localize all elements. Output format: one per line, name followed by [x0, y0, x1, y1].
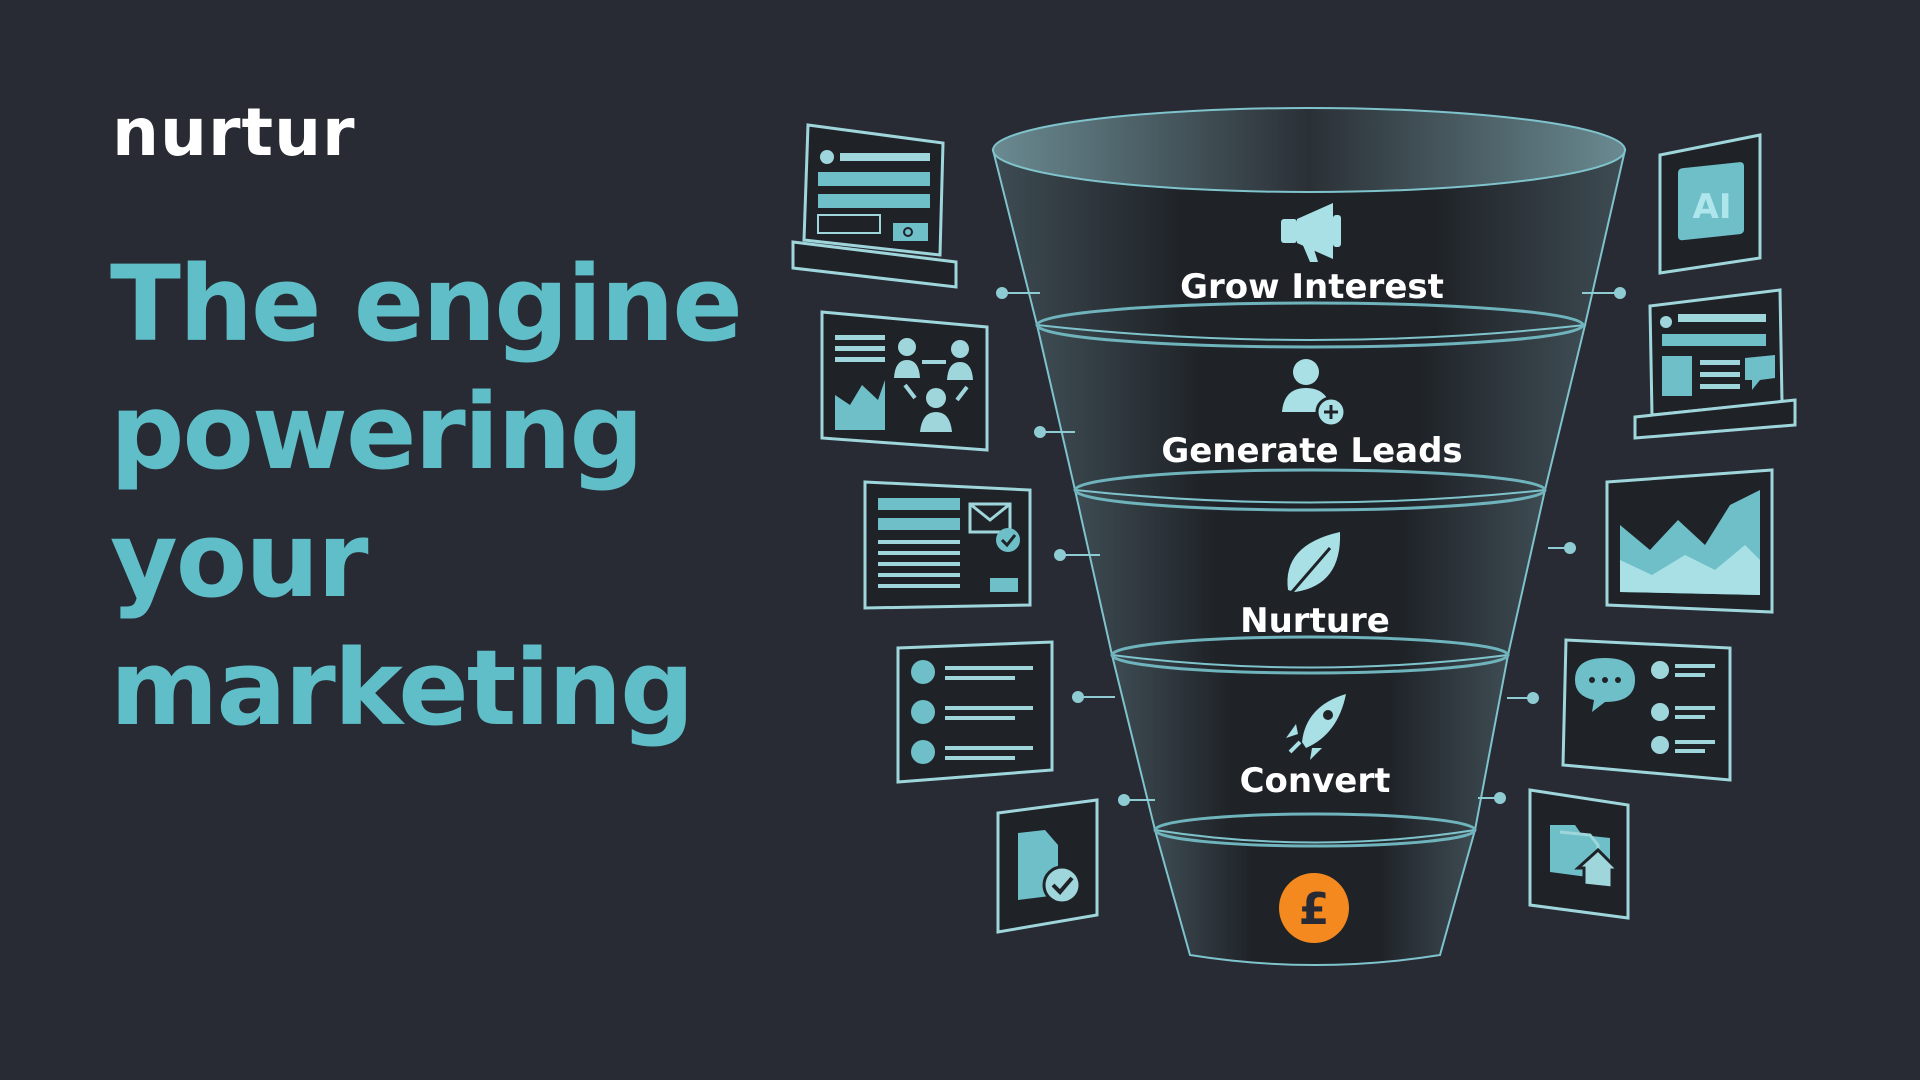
headline-line-2: powering — [110, 371, 644, 493]
headline-line-1: The engine — [110, 243, 743, 365]
folder-home-icon — [1550, 825, 1622, 890]
card-folder-home — [1528, 788, 1630, 920]
pound-symbol: £ — [1299, 884, 1330, 935]
leaf-icon — [1287, 532, 1341, 593]
card-laptop-search — [791, 123, 958, 289]
headline-line-4: marketing — [110, 627, 695, 749]
megaphone-icon — [1281, 203, 1341, 262]
stage-label-grow-interest: Grow Interest — [1180, 267, 1444, 307]
card-contact-list — [896, 640, 1054, 784]
funnel-body — [991, 107, 1627, 966]
card-laptop-chat — [1633, 288, 1797, 440]
area-chart-icon — [1620, 490, 1760, 595]
contact-list-icon — [911, 660, 1033, 764]
card-area-chart — [1605, 468, 1774, 614]
pound-coin-icon: £ — [1279, 873, 1349, 943]
stage-label-nurture: Nurture — [1240, 601, 1390, 641]
stage-grow-interest: Grow Interest — [1180, 203, 1444, 307]
stage-convert: Convert — [1240, 694, 1391, 801]
card-chat-contacts — [1561, 638, 1732, 782]
funnel-segment-4 — [1110, 654, 1510, 844]
connector-lines — [996, 287, 1626, 806]
nurtur-logo: nurtur — [112, 94, 356, 171]
stage-generate-leads: Generate Leads — [1161, 359, 1463, 471]
laptop-chat-icon — [1660, 314, 1775, 396]
add-user-icon — [1282, 359, 1347, 428]
chat-contacts-icon — [1575, 658, 1715, 754]
funnel-segment-2 — [1035, 324, 1587, 504]
card-ai: AI — [1658, 133, 1762, 275]
card-analytics-people — [820, 310, 989, 452]
stage-label-generate-leads: Generate Leads — [1161, 431, 1462, 471]
ai-icon-label: AI — [1693, 187, 1732, 227]
email-check-icon — [878, 498, 1020, 592]
analytics-people-icon — [835, 335, 973, 432]
laptop-search-icon — [817, 150, 930, 241]
stage-nurture: Nurture — [1240, 532, 1390, 641]
card-document-check — [996, 798, 1099, 934]
rocket-icon — [1286, 694, 1346, 760]
headline-line-3: your — [110, 499, 369, 621]
funnel-rim — [992, 107, 1626, 193]
ai-icon: AI — [1678, 162, 1744, 241]
document-check-icon — [1018, 830, 1082, 905]
stage-label-convert: Convert — [1240, 761, 1391, 801]
headline: The engine powering your marketing — [110, 240, 743, 752]
card-email-check — [863, 480, 1032, 610]
